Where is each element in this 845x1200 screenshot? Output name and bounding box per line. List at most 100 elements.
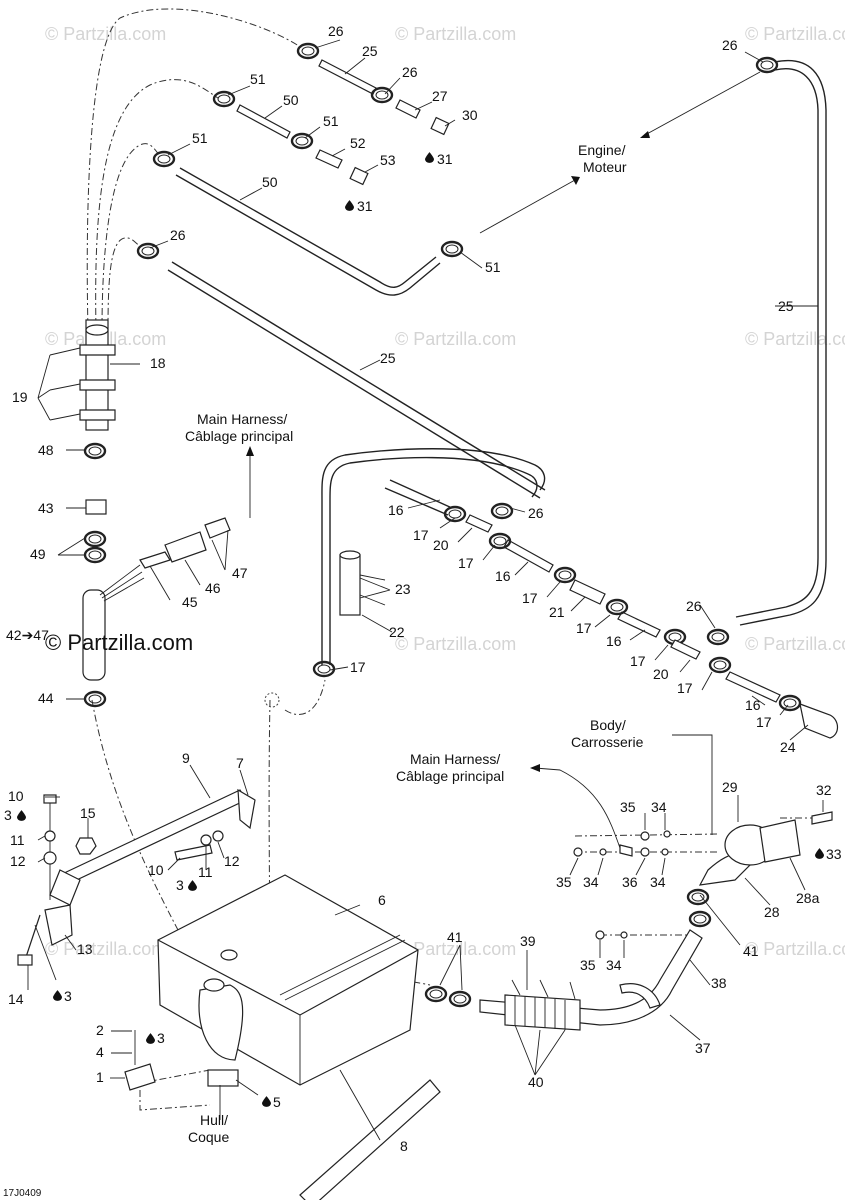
bolt-10-b: [174, 844, 213, 861]
callout-18: 18: [150, 355, 166, 371]
engine-label-line1: Engine/: [578, 142, 626, 158]
callout-30: 30: [462, 107, 478, 123]
body-label-line2: Carrosserie: [571, 734, 644, 750]
clamp-icon: [688, 910, 712, 928]
bolt-14: [24, 914, 41, 961]
callout-3: 3: [64, 988, 72, 1004]
callout-range-42-47: 42➔47: [6, 627, 49, 643]
fitting-27: [395, 99, 421, 119]
reference-labels: Engine/ Moteur Main Harness/ Câblage pri…: [3, 142, 644, 1199]
watermark-main: © Partzilla.com: [45, 630, 193, 655]
main-harness-label-2-line1: Main Harness/: [410, 751, 500, 767]
callout-32: 32: [816, 782, 832, 798]
clamp-icon: [490, 502, 514, 520]
callout-26: 26: [686, 598, 702, 614]
clamp-icon: [83, 442, 107, 460]
tank-outlet: [220, 949, 238, 961]
tee-20: [465, 514, 493, 533]
connector-45: [139, 551, 171, 569]
clamp-icon: [424, 985, 448, 1003]
callout-37: 37: [695, 1040, 711, 1056]
sealant-drop-icon: [188, 880, 197, 891]
watermark: © Partzilla.com: [745, 24, 845, 44]
callout-41: 41: [743, 943, 759, 959]
callout-12: 12: [10, 853, 26, 869]
callout-52: 52: [350, 135, 366, 151]
callout-50: 50: [262, 174, 278, 190]
callout-13: 13: [77, 941, 93, 957]
vent-hose-38: [619, 983, 661, 1009]
clamp-icon: [83, 690, 107, 708]
bracket-5: [207, 1069, 239, 1087]
fuel-pump-assembly: [49, 319, 231, 681]
callout-17: 17: [522, 590, 538, 606]
callout-48: 48: [38, 442, 54, 458]
callout-10: 10: [148, 862, 164, 878]
hose-support-22: [339, 550, 386, 616]
hull-label-line2: Coque: [188, 1129, 229, 1145]
hull-label-line1: Hull/: [200, 1112, 228, 1128]
callout-29: 29: [722, 779, 738, 795]
callout-34: 34: [650, 874, 666, 890]
callout-12: 12: [224, 853, 240, 869]
leader-lines: [27, 39, 824, 1141]
main-harness-label-line1: Main Harness/: [197, 411, 287, 427]
clamp-icon: [440, 240, 464, 258]
main-harness-label-line2: Câblage principal: [185, 428, 293, 444]
callout-16: 16: [606, 633, 622, 649]
watermark: © Partzilla.com: [395, 329, 516, 349]
cap-30: [430, 116, 450, 136]
callout-34: 34: [651, 799, 667, 815]
body-label-line1: Body/: [590, 717, 626, 733]
callout-26: 26: [170, 227, 186, 243]
clamp-icon: [443, 505, 467, 523]
callout-22: 22: [389, 624, 405, 640]
inline-filter-21: [569, 579, 606, 605]
hose-25-right: [739, 59, 827, 626]
sealant-drop-icon: [345, 200, 354, 211]
callout-25: 25: [362, 43, 378, 59]
watermark: © Partzilla.com: [45, 939, 166, 959]
callout-26: 26: [328, 23, 344, 39]
callout-35: 35: [580, 957, 596, 973]
clamp-icon: [296, 42, 320, 60]
callout-19: 19: [12, 389, 28, 405]
washer-11: [44, 830, 56, 842]
clamp-icon: [312, 660, 336, 678]
fittings: [315, 99, 839, 739]
washer-12: [43, 851, 57, 865]
filler-hose-assembly: [479, 811, 833, 1031]
callout-10: 10: [8, 788, 24, 804]
clamp-icon: [778, 694, 802, 712]
callout-4: 4: [96, 1044, 104, 1060]
callout-17: 17: [677, 680, 693, 696]
fuel-tank-6: [157, 874, 419, 1086]
callout-31: 31: [357, 198, 373, 214]
callout-34: 34: [583, 874, 599, 890]
hose-25-upper: [318, 59, 377, 95]
clamp-icon: [706, 628, 730, 646]
sealant-drop-icon: [53, 990, 62, 1001]
callout-36: 36: [622, 874, 638, 890]
clamp-icon: [83, 530, 107, 548]
bolt-10-head: [43, 794, 57, 804]
callout-51: 51: [323, 113, 339, 129]
callout-39: 39: [520, 933, 536, 949]
callout-38: 38: [711, 975, 727, 991]
callout-8: 8: [400, 1138, 408, 1154]
hose-clamps: [83, 42, 802, 1008]
callout-9: 9: [182, 750, 190, 766]
clamp-icon: [152, 150, 176, 168]
callout-17: 17: [458, 555, 474, 571]
grommet-43: [85, 499, 107, 515]
connector-46: [164, 531, 207, 563]
sealant-drop-icon: [17, 810, 26, 821]
watermark: © Partzilla.com: [745, 634, 845, 654]
callout-53: 53: [380, 152, 396, 168]
sealant-drop-icon: [425, 152, 434, 163]
sealant-drop-icon: [262, 1096, 271, 1107]
callout-14: 14: [8, 991, 24, 1007]
callout-26: 26: [402, 64, 418, 80]
watermark: © Partzilla.com: [45, 24, 166, 44]
